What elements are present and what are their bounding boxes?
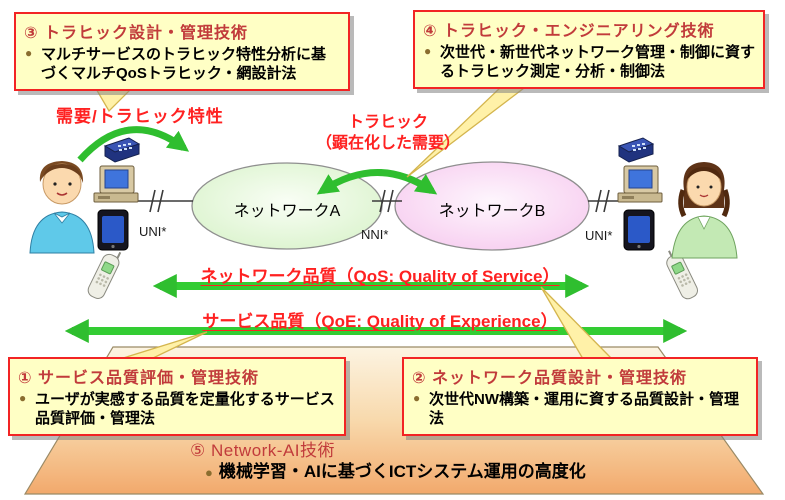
box-network-quality: ② ネットワーク品質設計・管理技術 ● 次世代NW構築・運用に資する品質設計・管… xyxy=(402,357,758,437)
mobile-phone-icon xyxy=(87,251,122,299)
desktop-computer-icon-right xyxy=(617,165,663,203)
uni-right-label: UNI* xyxy=(585,228,613,243)
box-traffic-engineering: ④ トラヒック・エンジニアリング技術 ● 次世代・新世代ネットワーク管理・制御に… xyxy=(413,10,765,90)
bullet-icon: ● xyxy=(424,44,432,58)
traffic-label: トラヒック （顕在化した需要） xyxy=(315,114,460,152)
demand-traffic-label: 需要/トラヒック特性 xyxy=(56,107,224,126)
traffic-double-arrow xyxy=(316,169,438,195)
bullet-icon: ● xyxy=(205,465,213,480)
uni-left-label: UNI* xyxy=(139,224,167,239)
fax-icon-right xyxy=(617,137,655,163)
qoe-label: サービス品質（QoE: Quality of Experience） xyxy=(202,312,558,331)
demand-curved-arrow xyxy=(77,126,190,163)
box-body: ● 次世代・新世代ネットワーク管理・制御に資するトラヒック測定・分析・制御法 xyxy=(424,44,756,81)
fax-icon xyxy=(103,137,141,163)
box-body: ● マルチサービスのトラヒック特性分析に基づくマルチQoSトラヒック・網設計法 xyxy=(25,46,327,83)
bullet-icon: ● xyxy=(25,46,33,60)
box-service-quality: ① サービス品質評価・管理技術 ● ユーザが実感する品質を定量化するサービス品質… xyxy=(8,357,346,437)
desktop-computer-icon xyxy=(93,165,139,203)
network-ai-body: ●機械学習・AIに基づくICTシステム運用の高度化 xyxy=(205,462,586,481)
mobile-phone-icon-right xyxy=(666,250,698,300)
bullet-icon: ● xyxy=(413,391,421,405)
box-title: ③ トラヒック設計・管理技術 xyxy=(24,25,248,42)
woman-user-avatar xyxy=(671,162,738,259)
box-body: ● ユーザが実感する品質を定量化するサービス品質評価・管理法 xyxy=(19,391,335,428)
box-title: ② ネットワーク品質設計・管理技術 xyxy=(412,370,687,387)
box-body: ● 次世代NW構築・運用に資する品質設計・管理法 xyxy=(413,391,739,428)
pda-icon xyxy=(97,209,129,251)
network-a-label: ネットワークA xyxy=(233,203,341,220)
pda-icon-right xyxy=(623,209,655,251)
network-b-ellipse xyxy=(394,161,590,251)
network-ai-title: ⑤ Network-AI技術 xyxy=(190,441,336,460)
network-b-label: ネットワークB xyxy=(438,203,546,220)
box-title: ④ トラヒック・エンジニアリング技術 xyxy=(423,23,715,40)
bullet-icon: ● xyxy=(19,391,27,405)
man-user-avatar xyxy=(29,161,95,254)
box-traffic-design: ③ トラヒック設計・管理技術 ● マルチサービスのトラヒック特性分析に基づくマル… xyxy=(14,12,350,92)
box-title: ① サービス品質評価・管理技術 xyxy=(18,370,259,387)
nni-label: NNI* xyxy=(361,227,389,242)
qos-label: ネットワーク品質（QoS: Quality of Service） xyxy=(200,267,560,286)
